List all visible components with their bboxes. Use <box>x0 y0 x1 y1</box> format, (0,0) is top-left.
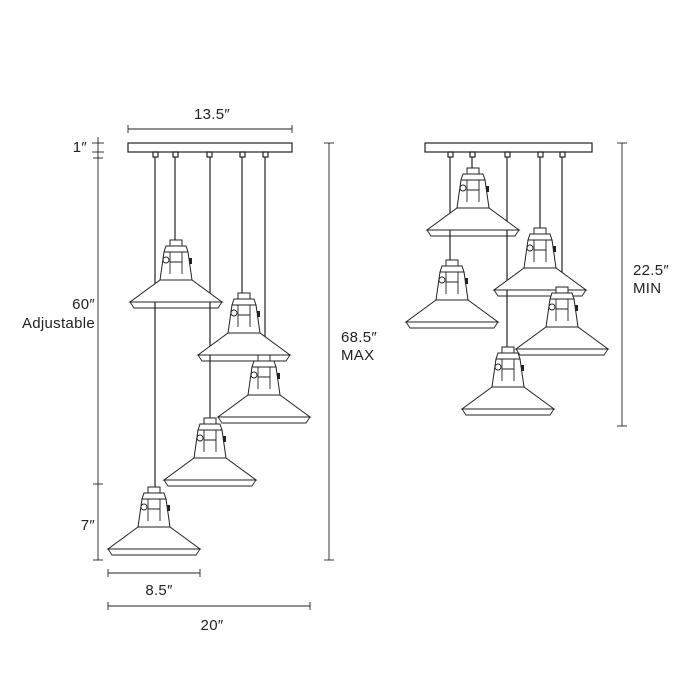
right-shade-1 <box>426 167 520 237</box>
right-shade-4 <box>515 286 609 356</box>
right-shade-3 <box>405 259 499 329</box>
shade-width-dimension <box>107 569 201 577</box>
overall-width-label: 20″ <box>201 617 224 634</box>
cord-length-label: 60″ <box>72 296 95 313</box>
max-note-label: MAX <box>341 347 374 364</box>
canopy-width-label: 13.5″ <box>194 106 230 123</box>
right-shade-2 <box>493 227 587 297</box>
right-canopy <box>424 142 593 153</box>
left-shade-2 <box>197 292 291 362</box>
min-height-label: 22.5″ <box>633 262 669 279</box>
shade-height-dimension <box>93 484 103 561</box>
max-height-dimension <box>324 142 334 561</box>
canopy-height-dimension <box>92 137 104 158</box>
left-view: 13.5″ 1″ 60″ Adjustable 7″ 8.5″ <box>22 106 377 634</box>
shade-height-label: 7″ <box>81 517 96 534</box>
min-note-label: MIN <box>633 280 661 297</box>
overall-width-dimension <box>107 602 311 610</box>
left-shade-3 <box>217 354 311 424</box>
max-height-label: 68.5″ <box>341 329 377 346</box>
left-shade-5 <box>107 486 201 556</box>
left-cords <box>154 157 266 490</box>
left-canopy <box>127 142 293 153</box>
left-shade-1 <box>129 239 223 309</box>
cord-adjustable-label: Adjustable <box>22 315 95 332</box>
right-view: 22.5″ MIN <box>405 142 669 427</box>
canopy-width-dimension <box>127 125 293 133</box>
min-height-dimension <box>617 142 627 427</box>
right-cords <box>449 157 563 348</box>
left-shade-4 <box>163 417 257 487</box>
right-shade-5 <box>461 346 555 416</box>
shade-width-label: 8.5″ <box>145 582 173 599</box>
canopy-height-label: 1″ <box>73 139 88 156</box>
